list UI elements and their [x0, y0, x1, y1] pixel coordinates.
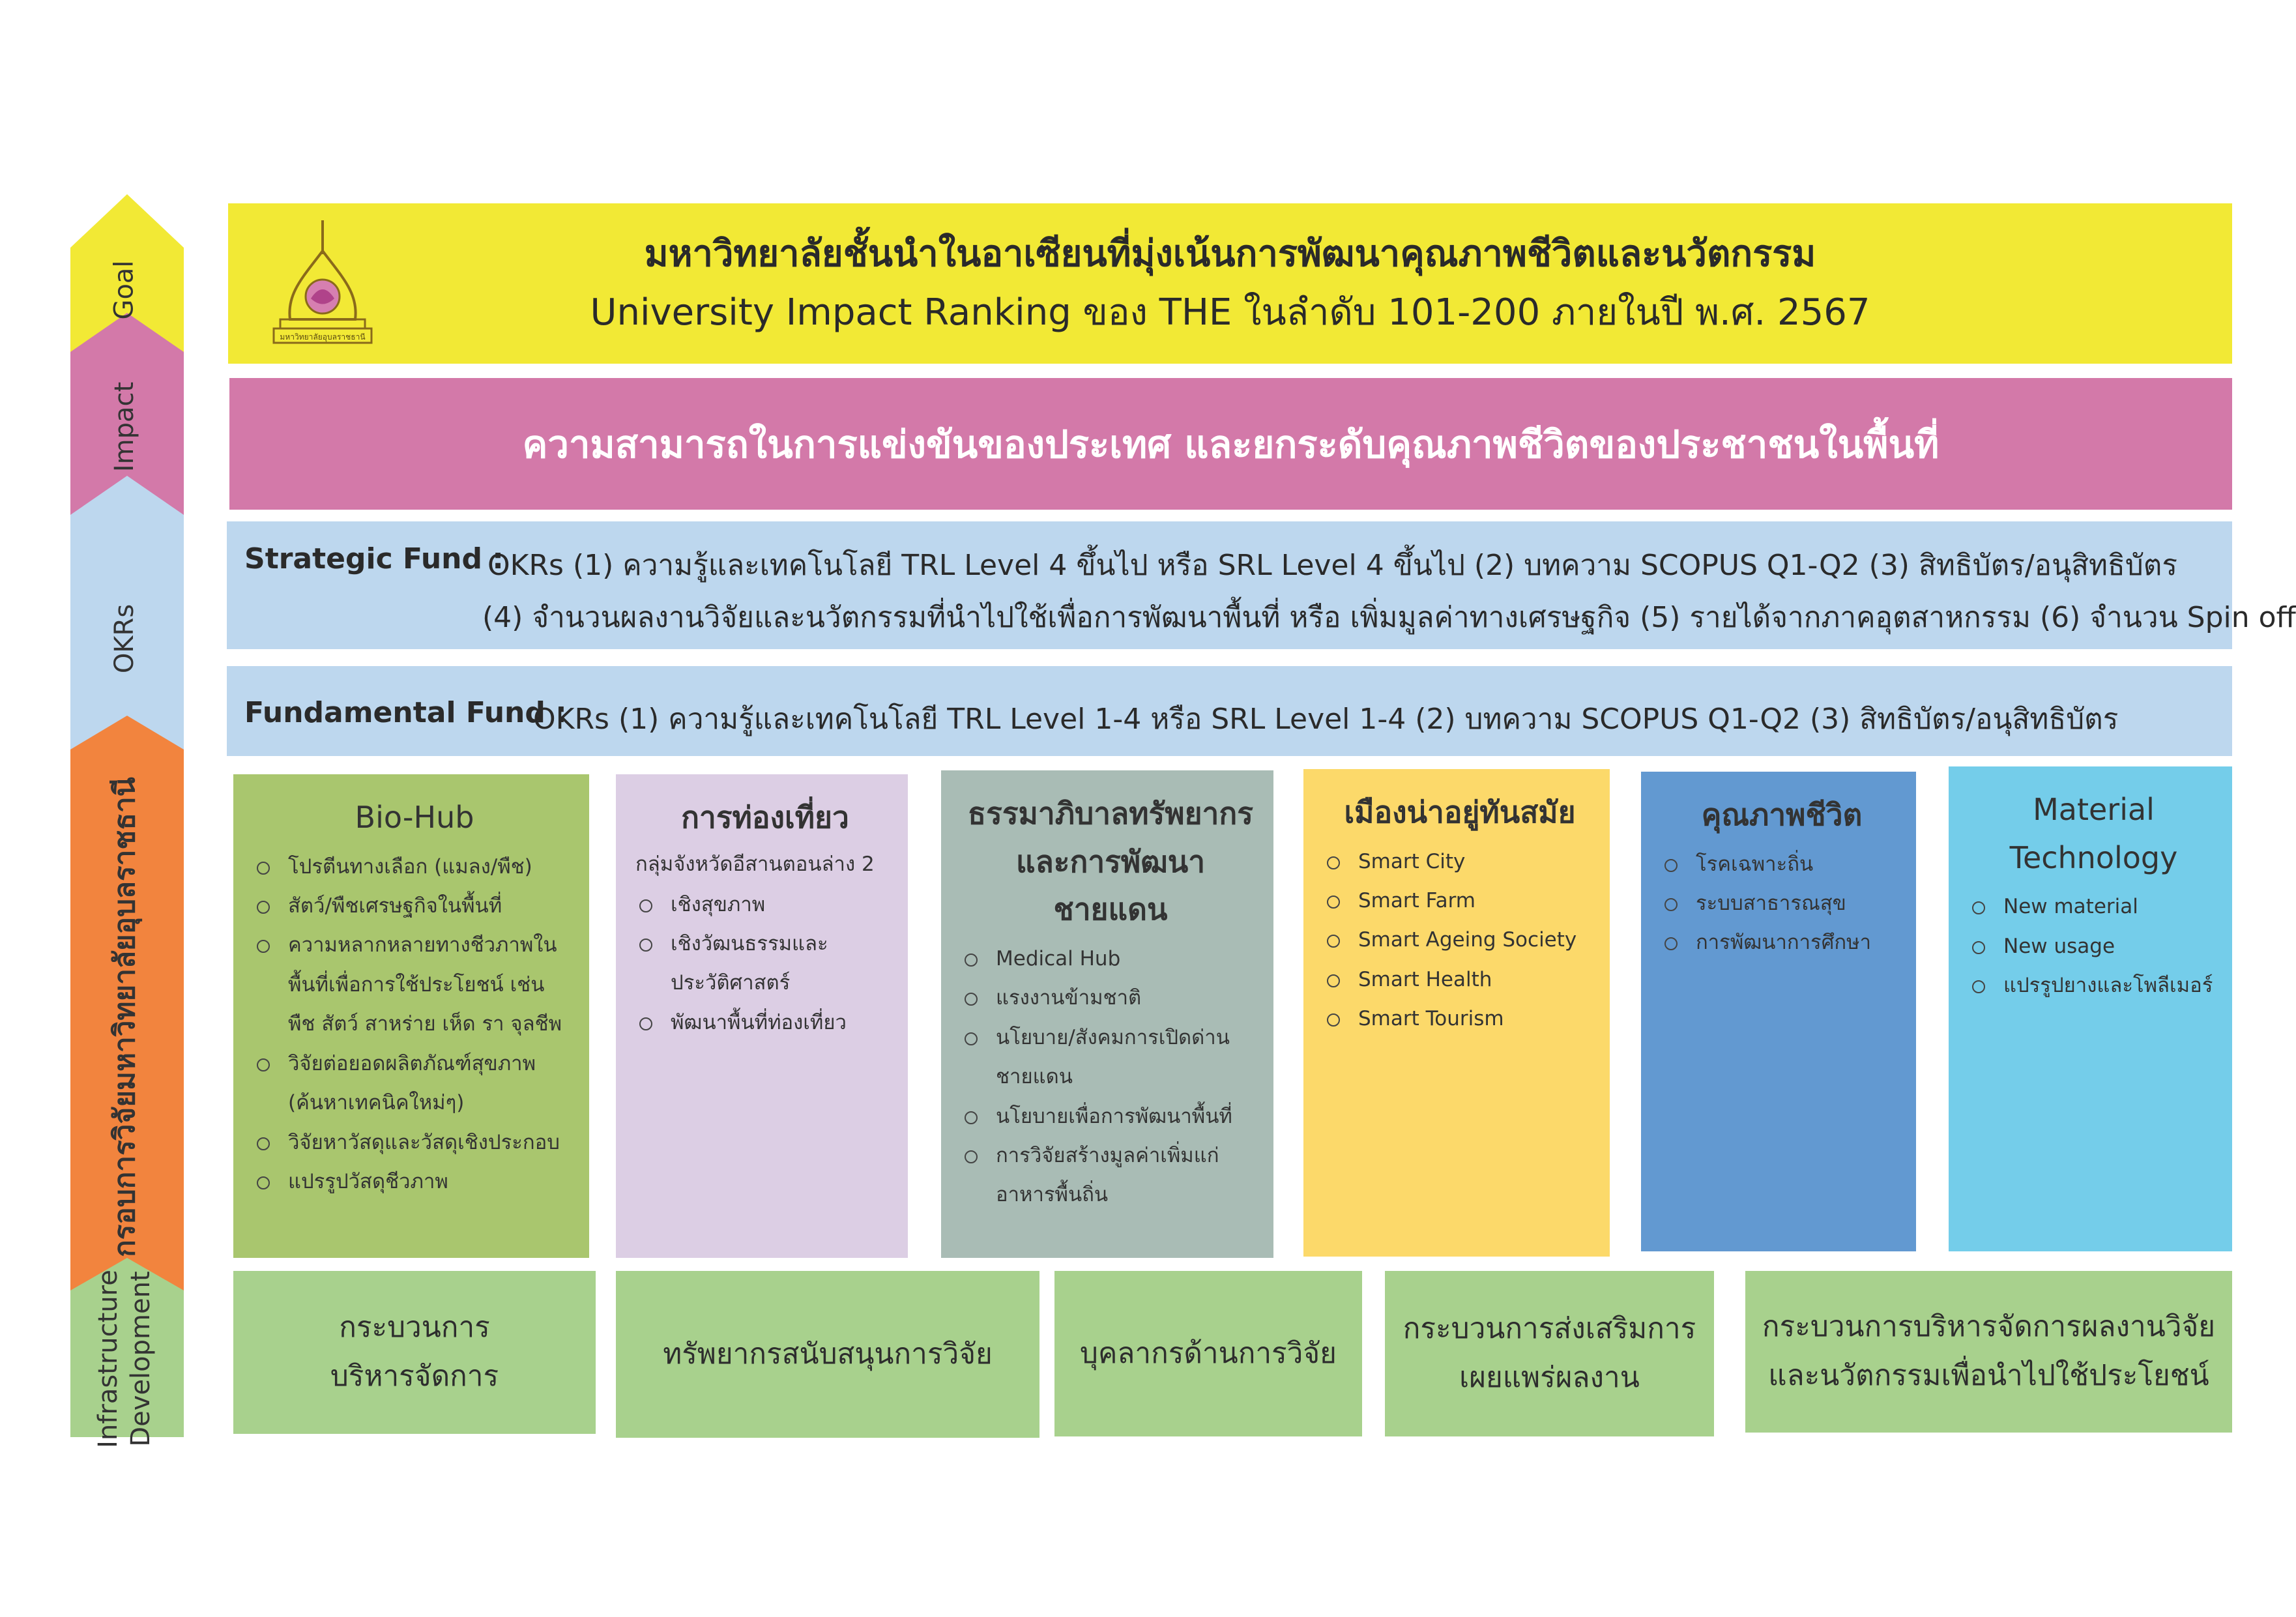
infra-box-label: กระบวนการส่งเสริมการ เผยแพร่ผลงาน [1402, 1312, 1696, 1394]
infra-side-label-line1: Infrastructure [93, 1270, 123, 1448]
category-title: Bio-Hub [355, 800, 474, 835]
infra-box-personnel: บุคลากรด้านการวิจัย [1054, 1271, 1362, 1436]
list-item: Smart Farm [1323, 881, 1597, 920]
category-biohub: Bio-Hub โปรตีนทางเลือก (แมลง/พืช) สัตว์/… [233, 774, 589, 1258]
goal-arrow-shape [70, 194, 184, 365]
infra-arrow-shape [70, 1258, 184, 1437]
infra-box-management: กระบวนการ บริหารจัดการ [233, 1271, 596, 1434]
list-item: นโยบายเพื่อการพัฒนาพื้นที่ [961, 1097, 1260, 1136]
fundamental-fund-text: OKRs (1) ความรู้และเทคโนโลยี TRL Level 1… [533, 703, 2119, 736]
category-title: คุณภาพชีวิต [1701, 797, 1863, 832]
fundamental-fund-band [227, 666, 2232, 756]
category-title: การท่องเที่ยว [681, 800, 849, 835]
list-item: วิจัยหาวัสดุและวัสดุเชิงประกอบ [253, 1123, 576, 1162]
category-title: เมืองน่าอยู่ทันสมัย [1344, 794, 1576, 830]
category-title: Material Technology [2009, 792, 2178, 875]
category-material-technology: Material Technology New material New usa… [1949, 766, 2232, 1251]
list-item: แปรรูปวัสดุชีวภาพ [253, 1162, 576, 1201]
list-item: ระบบสาธารณสุข [1661, 884, 1903, 923]
list-item: การพัฒนาการศึกษา [1661, 923, 1903, 962]
impact-side-label: Impact [109, 381, 139, 473]
category-smart-city: เมืองน่าอยู่ทันสมัย Smart City Smart Far… [1303, 769, 1610, 1257]
goal-title-thai: มหาวิทยาลัยชั้นนำในอาเซียนที่มุ่งเน้นการ… [644, 233, 1816, 276]
list-item: นโยบาย/สังคมการเปิดด่านชายแดน [961, 1018, 1260, 1097]
research-frame-side-label: กรอบการวิจัยมหาวิทยาลัยอุบลราชธานี [108, 776, 141, 1257]
category-subtitle: กลุ่มจังหวัดอีสานตอนล่าง 2 [635, 852, 875, 876]
infra-box-dissemination: กระบวนการส่งเสริมการ เผยแพร่ผลงาน [1385, 1271, 1714, 1436]
impact-band: ความสามารถในการแข่งขันของประเทศ และยกระด… [229, 378, 2232, 510]
infra-side-label: Infrastructure Development [69, 1270, 180, 1448]
strategic-fund-band [227, 521, 2232, 649]
logo-caption: มหาวิทยาลัยอุบลราชธานี [280, 332, 366, 342]
list-item: New material [1968, 887, 2219, 926]
list-item: เชิงสุขภาพ [635, 885, 895, 924]
category-governance: ธรรมาภิบาลทรัพยากรและการพัฒนาชายแดน Medi… [941, 770, 1273, 1258]
list-item: Smart Ageing Society [1323, 920, 1597, 959]
goal-band: มหาวิทยาลัยชั้นนำในอาเซียนที่มุ่งเน้นการ… [228, 203, 2232, 364]
infra-box-label: บุคลากรด้านการวิจัย [1080, 1336, 1337, 1370]
list-item: เชิงวัฒนธรรมและประวัติศาสตร์ [635, 924, 895, 1003]
list-item: แปรรูปยางและโพลีเมอร์ [1968, 966, 2219, 1005]
list-item: Smart City [1323, 842, 1597, 881]
research-frame-arrow-shape [70, 716, 184, 1304]
goal-title-ranking: University Impact Ranking ของ THE ในลำดั… [590, 291, 1870, 334]
okrs-arrow-shape [70, 476, 184, 763]
list-item: โรคเฉพาะถิ่น [1661, 845, 1903, 884]
impact-arrow-shape [70, 313, 184, 521]
okrs-side-label: OKRs [109, 604, 139, 674]
side-arrows [70, 194, 184, 1437]
category-quality-of-life: คุณภาพชีวิต โรคเฉพาะถิ่น ระบบสาธารณสุข ก… [1641, 772, 1916, 1251]
fundamental-fund-label: Fundamental Fund : [244, 696, 567, 729]
university-logo-icon [272, 220, 373, 344]
list-item: วิจัยต่อยอดผลิตภัณฑ์สุขภาพ (ค้นหาเทคนิคใ… [253, 1044, 576, 1123]
list-item: Medical Hub [961, 939, 1260, 978]
list-item: แรงงานข้ามชาติ [961, 978, 1260, 1017]
university-logo: มหาวิทยาลัยอุบลราชธานี [264, 215, 381, 355]
list-item: Smart Health [1323, 960, 1597, 999]
infra-box-label: กระบวนการบริหารจัดการผลงานวิจัย และนวัตก… [1762, 1310, 2216, 1392]
category-tourism: การท่องเที่ยว กลุ่มจังหวัดอีสานตอนล่าง 2… [616, 774, 908, 1258]
strategic-fund-line2: (4) จำนวนผลงานวิจัยและนวัตกรรมที่นำไปใช้… [482, 601, 2296, 634]
infra-box-label: กระบวนการ บริหารจัดการ [330, 1311, 499, 1393]
list-item: New usage [1968, 927, 2219, 966]
strategic-fund-label: Strategic Fund : [244, 542, 504, 575]
impact-text: ความสามารถในการแข่งขันของประเทศ และยกระด… [522, 422, 1940, 467]
infra-box-resources: ทรัพยากรสนับสนุนการวิจัย [616, 1271, 1039, 1438]
category-title: ธรรมาภิบาลทรัพยากรและการพัฒนาชายแดน [968, 796, 1253, 927]
infra-side-label-line2: Development [126, 1271, 156, 1447]
infra-box-label: ทรัพยากรสนับสนุนการวิจัย [663, 1337, 993, 1371]
strategic-fund-line1: OKRs (1) ความรู้และเทคโนโลยี TRL Level 4… [487, 549, 2177, 582]
list-item: สัตว์/พืชเศรษฐกิจในพื้นที่ [253, 886, 576, 925]
infra-box-utilization: กระบวนการบริหารจัดการผลงานวิจัย และนวัตก… [1745, 1271, 2232, 1433]
goal-side-label: Goal [109, 260, 139, 320]
list-item: ความหลากหลายทางชีวภาพในพื้นที่เพื่อการใช… [253, 925, 576, 1043]
list-item: Smart Tourism [1323, 999, 1597, 1038]
list-item: การวิจัยสร้างมูลค่าเพิ่มแก่อาหารพื้นถิ่น [961, 1136, 1260, 1215]
list-item: พัฒนาพื้นที่ท่องเที่ยว [635, 1003, 895, 1042]
list-item: โปรตีนทางเลือก (แมลง/พืช) [253, 847, 576, 886]
